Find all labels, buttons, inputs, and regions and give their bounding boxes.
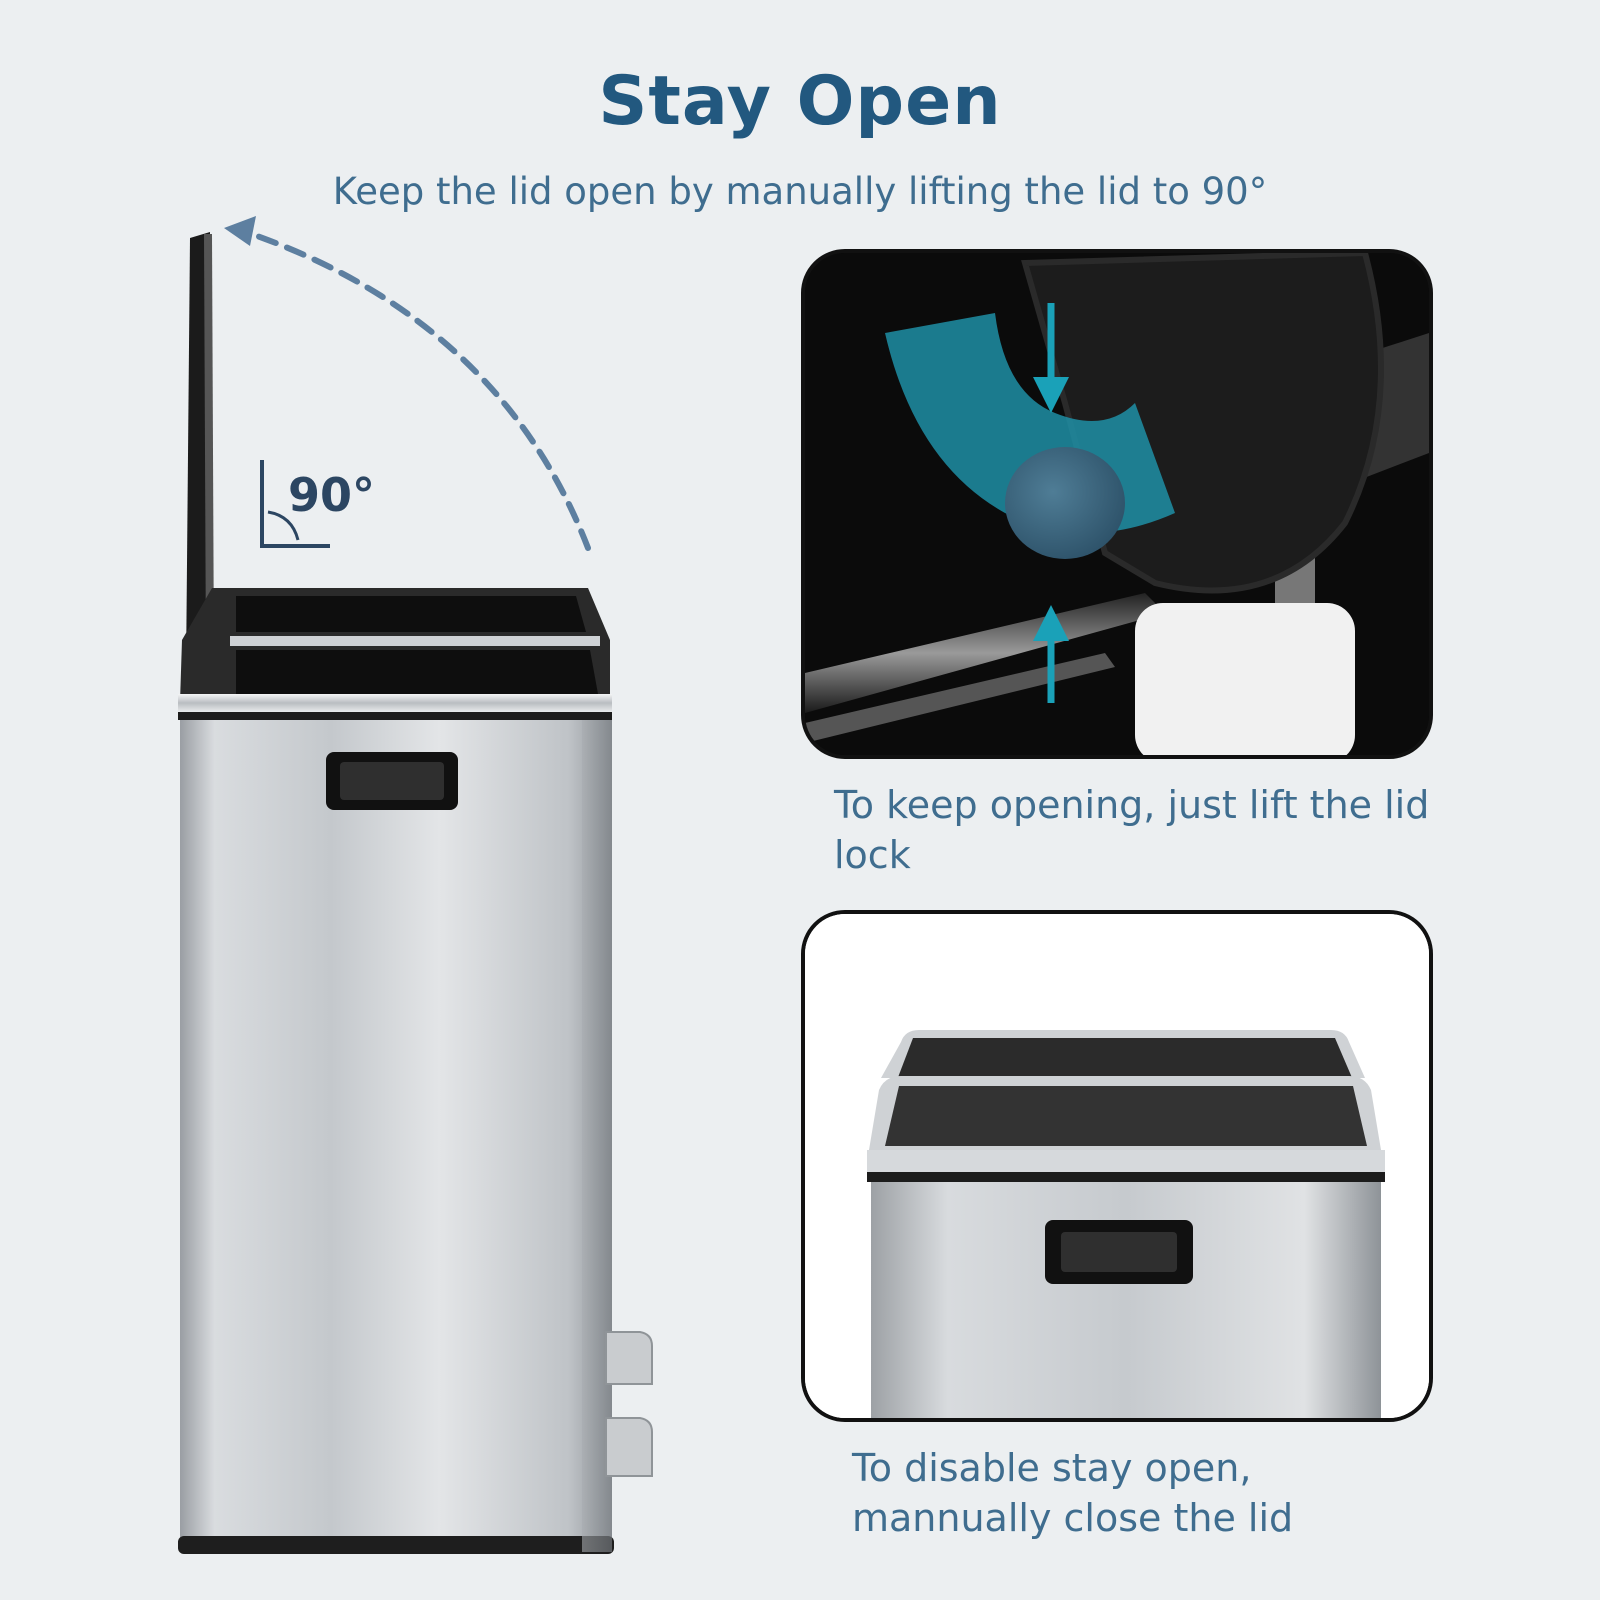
open-lid	[186, 232, 214, 672]
closed-bin-image	[805, 914, 1429, 1418]
right-angle-icon	[260, 460, 330, 548]
lid-lock-caption: To keep opening, just lift the lid lock	[834, 783, 1430, 877]
angle-label: 90°	[288, 468, 376, 522]
page-title: Stay Open	[598, 62, 1002, 141]
lid-lock-closeup-image	[805, 253, 1429, 755]
lid-lock-closeup-panel	[801, 249, 1433, 759]
foot-pedals	[605, 1331, 653, 1477]
arrow-head	[224, 216, 256, 246]
bin-body	[180, 720, 612, 1552]
bin-top	[178, 588, 612, 720]
page-subtitle: Keep the lid open by manually lifting th…	[332, 170, 1268, 213]
disable-caption: To disable stay open, mannually close th…	[852, 1446, 1294, 1540]
closed-lid-panel	[801, 910, 1433, 1422]
curved-dashed-arrow-icon	[243, 229, 591, 551]
